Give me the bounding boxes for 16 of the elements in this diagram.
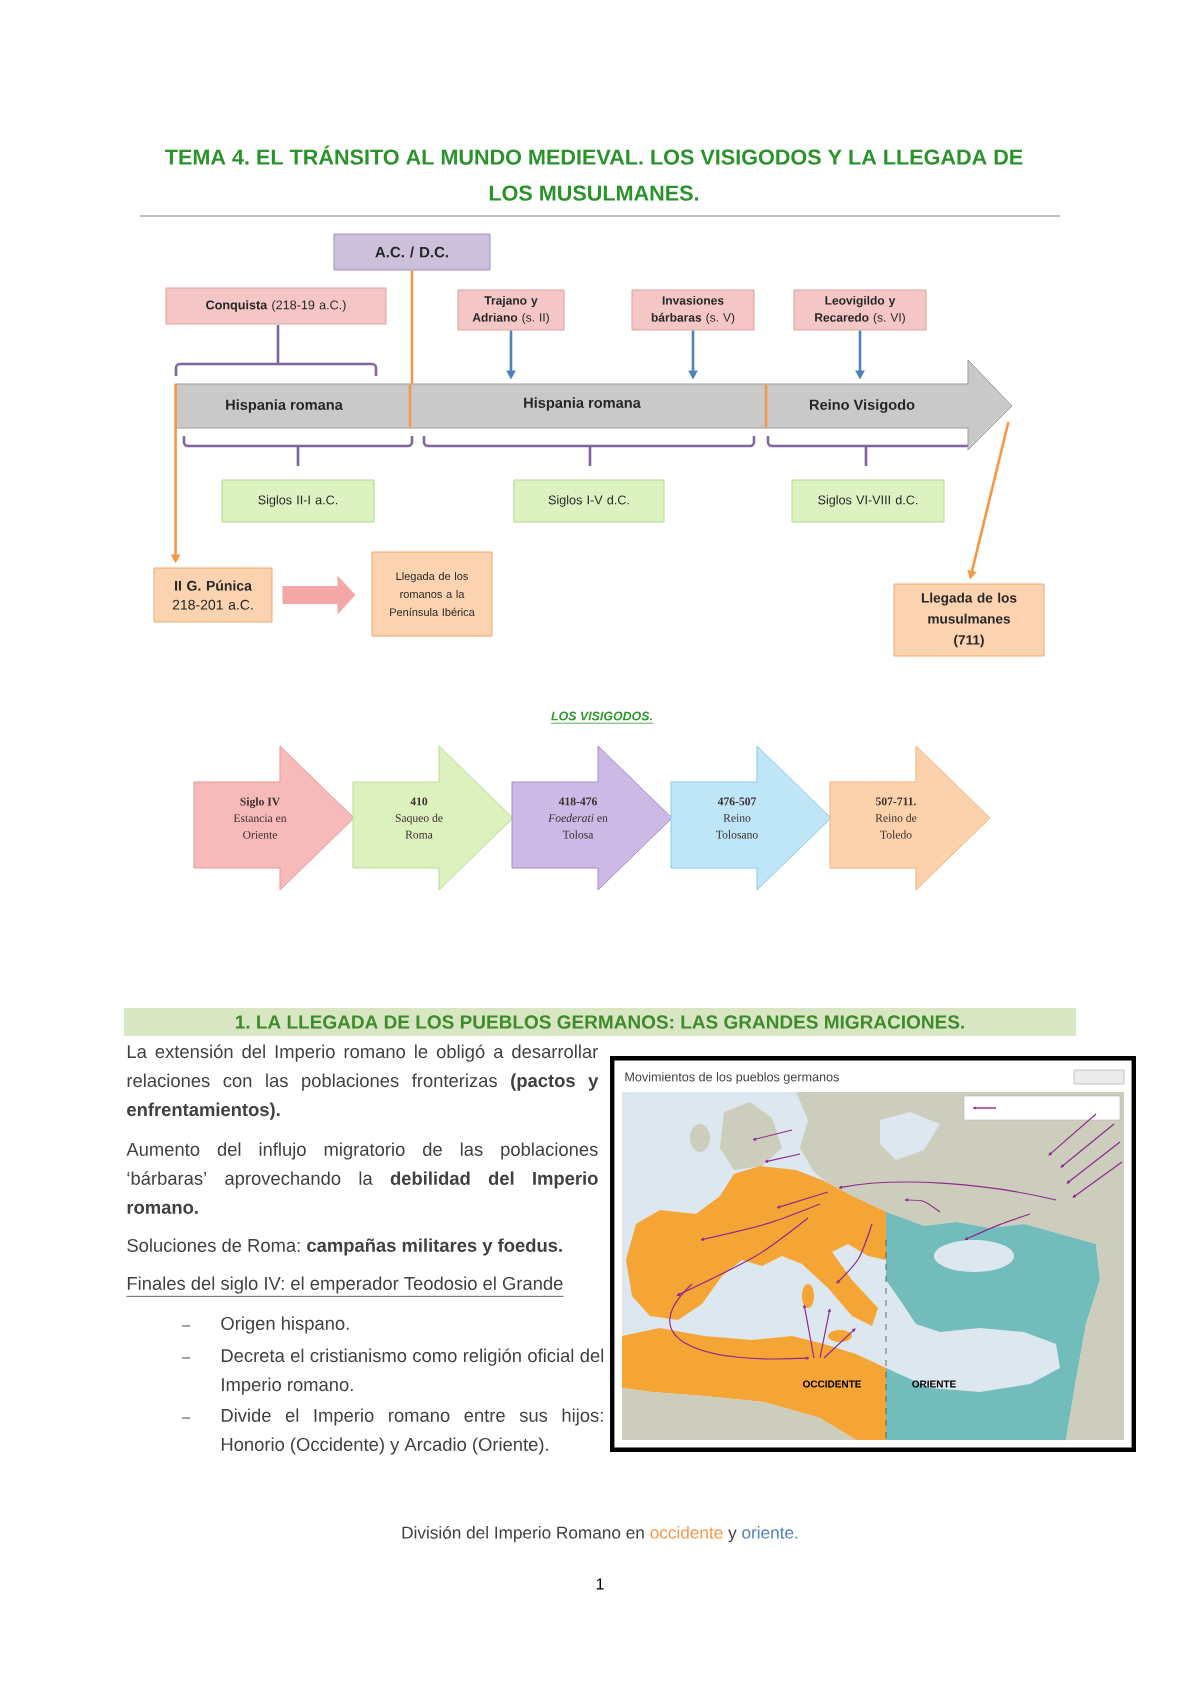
list-item: Decreta el cristianismo como religión oficial del Imperio romano. — [221, 1348, 604, 1395]
paragraph: Soluciones de Roma: campañas militares y foedus. — [127, 1238, 562, 1256]
label: oriente. — [742, 1526, 798, 1539]
label: División del Imperio Romano en — [402, 1525, 644, 1543]
label: y — [728, 1529, 737, 1543]
list-item: Divide el Imperio romano entre sus hijos: Honorio (Occidente) y Arcadio (Oriente). — [221, 1408, 603, 1455]
connector-line — [410, 270, 414, 384]
label: occidente — [650, 1526, 723, 1539]
paragraph: Aumento del influjo migratorio de las poblaciones ‘bárbaras’ aprovechando la debilidad del Imperio romano. — [126, 1142, 598, 1214]
list-item: Origen hispano. — [221, 1316, 349, 1334]
timeline-arrow — [175, 359, 1013, 451]
underlined-heading: Finales del siglo IV: el emperador Teodosio el Grande — [126, 1276, 564, 1297]
page-number: 1 — [596, 1578, 604, 1590]
title: TEMA 4. EL TRÁNSITO AL MUNDO MEDIEVAL. LOS VISIGODOS Y LA LLEGADA DE LOS MUSULMANES. — [165, 145, 1023, 201]
caption: División del Imperio Romano en occidente y oriente. — [402, 1525, 798, 1543]
section-heading: 1. LA LLEGADA DE LOS PUEBLOS GERMANOS: LAS GRANDES MIGRACIONES. — [124, 1008, 1076, 1036]
